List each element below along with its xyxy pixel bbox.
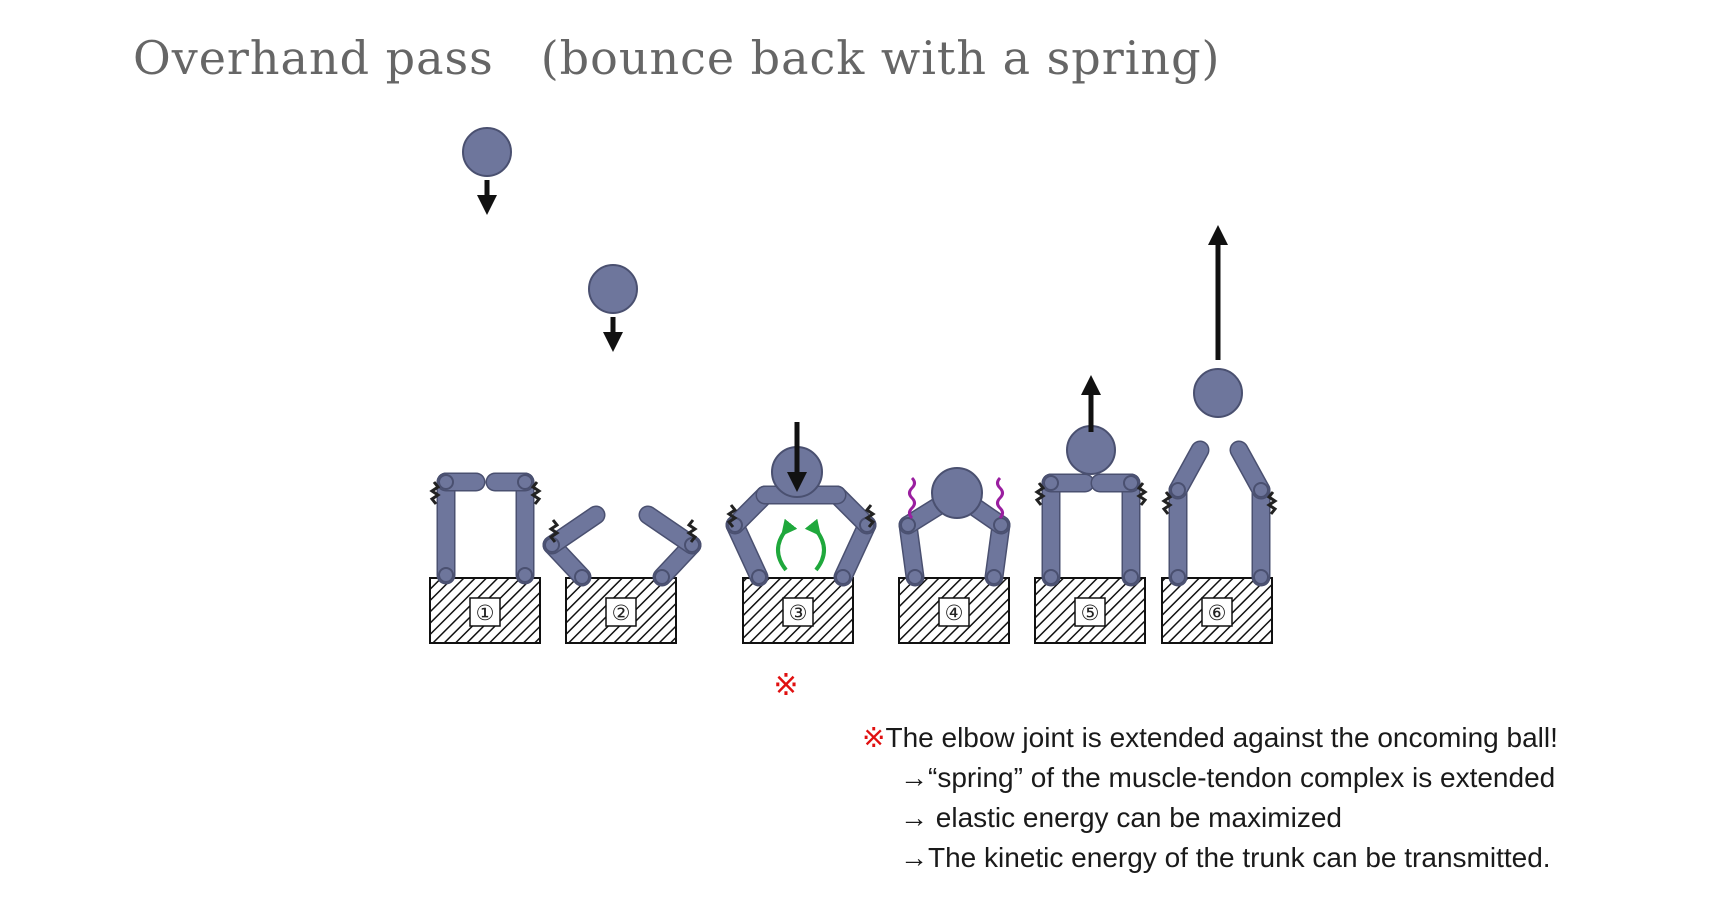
figure-3-left-shoulder	[751, 569, 767, 585]
figure-2: ②	[542, 264, 702, 644]
figure-1-left-shoulder	[438, 567, 454, 583]
figure-6-ball	[1193, 368, 1243, 418]
figure-5: ⑤	[1034, 375, 1148, 644]
figure-6: ⑥	[1161, 225, 1278, 644]
figure-2-right-elbow	[684, 537, 700, 553]
figure-5-left-spring	[1034, 482, 1046, 506]
figure-4-ball	[931, 467, 983, 519]
figure-5-left-shoulder	[1043, 569, 1059, 585]
note-reference-mark: ※	[862, 722, 886, 753]
figure-4-base-number: ④	[945, 601, 964, 625]
figure-3-left-spring	[726, 504, 738, 528]
figure-5-right-elbow	[1123, 475, 1139, 491]
note-line-kinetic-energy: →The kinetic energy of the trunk can be …	[900, 842, 1551, 873]
figure-4-base-label-box	[938, 597, 970, 627]
figure-3-right-upper-arm	[835, 517, 875, 585]
figure-6-left-spring	[1161, 491, 1173, 515]
figure-6-right-spring	[1266, 491, 1278, 515]
figure-4-left-shoulder	[907, 569, 923, 585]
slide-title: Overhand pass (bounce back with a spring…	[133, 31, 1221, 85]
figure-5-right-spring	[1136, 482, 1148, 506]
figure-3-base-number: ③	[789, 601, 808, 625]
note-line-spring: →“spring” of the muscle-tendon complex i…	[900, 762, 1556, 793]
figure-2-base-number: ②	[612, 601, 631, 625]
figure-6-right-shoulder	[1253, 569, 1269, 585]
figure-1: ①	[429, 127, 542, 644]
figure-1-right-shoulder	[517, 567, 533, 583]
figure-6-left-elbow	[1170, 482, 1186, 498]
figure-6-left-shoulder	[1170, 569, 1186, 585]
figure-4: ④	[898, 467, 1011, 644]
figure-1-right-elbow	[517, 474, 533, 490]
figure-1-left-elbow	[438, 474, 454, 490]
figure-2-left-shoulder	[574, 569, 590, 585]
figure-6-right-elbow	[1253, 482, 1269, 498]
figure-5-right-shoulder	[1123, 569, 1139, 585]
figure-6-base-label-box	[1201, 597, 1233, 627]
note-headline: The elbow joint is extended against the …	[885, 722, 1558, 753]
figures-layer: ① ② ③ ④ ⑤ ⑥	[429, 127, 1278, 644]
figure-1-left-spring	[429, 481, 441, 505]
figure-2-ball	[588, 264, 638, 314]
figure-3-right-rotation-arrow	[804, 518, 826, 572]
explanation-notes: ※The elbow joint is extended against the…	[862, 718, 1558, 878]
figure-4-left-elbow	[900, 517, 916, 533]
figure-3-left-rotation-arrow	[776, 518, 798, 572]
figure-4-right-shoulder	[986, 569, 1002, 585]
figure-3-base-label-box	[782, 597, 814, 627]
figure-4-right-elbow	[993, 517, 1009, 533]
note-headline-row: ※The elbow joint is extended against the…	[862, 718, 1558, 758]
figure-3-left-upper-arm	[727, 517, 767, 585]
figure-2-left-forearm	[544, 507, 604, 553]
reference-mark: ※	[773, 668, 798, 703]
note-line-elastic-energy: → elastic energy can be maximized	[900, 802, 1342, 833]
figure-1-base-label-box	[469, 597, 501, 627]
figure-2-right-shoulder	[654, 569, 670, 585]
figure-5-left-elbow	[1043, 475, 1059, 491]
figure-1-right-spring	[530, 481, 542, 505]
figure-4-left-stretch	[908, 476, 916, 520]
figure-2-base-label-box	[605, 597, 637, 627]
figure-2-right-spring	[686, 519, 698, 543]
figure-2-right-forearm	[640, 507, 700, 553]
figure-1-base-number: ①	[476, 601, 495, 625]
figure-3-right-shoulder	[835, 569, 851, 585]
figure-3-right-spring	[864, 504, 876, 528]
figure-1-ball	[462, 127, 512, 177]
figure-5-base-label-box	[1074, 597, 1106, 627]
figure-5-ball	[1066, 425, 1116, 475]
figure-6-base-number: ⑥	[1208, 601, 1227, 625]
figure-4-right-stretch	[996, 476, 1004, 520]
figure-2-left-spring	[548, 519, 560, 543]
figure-3: ③	[725, 422, 877, 644]
figure-5-base-number: ⑤	[1081, 601, 1100, 625]
